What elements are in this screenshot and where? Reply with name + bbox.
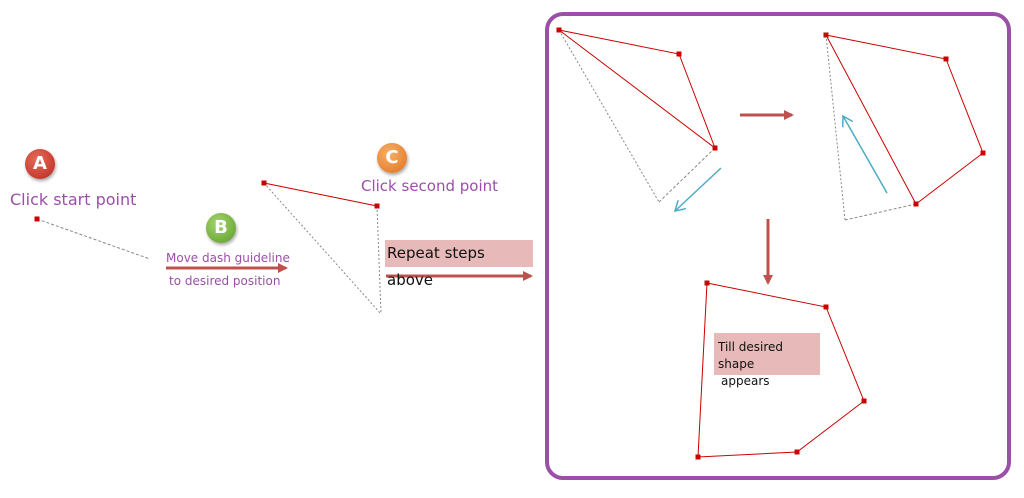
closing-guideline bbox=[825, 34, 846, 221]
step-b-label-line1: Move dash guideline bbox=[166, 251, 290, 265]
step-a-drawing bbox=[34, 216, 151, 260]
point-handle bbox=[794, 449, 800, 455]
first-segment bbox=[263, 182, 378, 207]
repeat-label: Repeat steps above bbox=[385, 240, 533, 289]
point-handle bbox=[823, 32, 829, 38]
point-handle bbox=[980, 150, 986, 156]
step-b-badge: B bbox=[206, 213, 236, 243]
step-a-label: Click start point bbox=[10, 190, 137, 209]
dash-guideline bbox=[844, 203, 917, 221]
dash-guideline bbox=[376, 205, 382, 315]
point-handle bbox=[823, 304, 829, 310]
result-label-line2: appears bbox=[721, 374, 770, 388]
point-handle bbox=[556, 27, 562, 33]
shape-outline bbox=[697, 282, 865, 458]
result-label: Till desired shape appears bbox=[714, 333, 820, 388]
result-label-line1: Till desired shape bbox=[718, 340, 784, 371]
point-handle bbox=[913, 201, 919, 207]
point-handle bbox=[695, 454, 701, 460]
closing-guideline bbox=[263, 182, 382, 315]
point-handle bbox=[861, 398, 867, 404]
guide-arrow bbox=[675, 167, 722, 211]
step-b-label-line2: to desired position bbox=[169, 274, 281, 288]
result-panel bbox=[545, 12, 1011, 480]
dash-guideline bbox=[36, 218, 151, 260]
closing-guideline bbox=[558, 29, 660, 203]
guide-arrow bbox=[843, 116, 888, 194]
point-handle bbox=[943, 56, 949, 62]
step-c-label: Click second point bbox=[361, 177, 499, 195]
point-handle bbox=[712, 145, 718, 151]
panel-shape-final bbox=[695, 280, 867, 460]
point-handle bbox=[676, 51, 682, 57]
start-point-handle bbox=[34, 216, 40, 222]
panel-shape-2 bbox=[823, 32, 986, 221]
step-a-badge: A bbox=[25, 149, 55, 179]
step-c-badge: C bbox=[377, 143, 407, 173]
point-handle bbox=[261, 180, 267, 186]
step-c-drawing bbox=[261, 180, 382, 315]
point-handle bbox=[374, 203, 380, 209]
point-handle bbox=[704, 280, 710, 286]
shape-outline bbox=[558, 29, 717, 150]
panel-shape-1 bbox=[556, 27, 722, 212]
dash-guideline bbox=[658, 147, 716, 203]
